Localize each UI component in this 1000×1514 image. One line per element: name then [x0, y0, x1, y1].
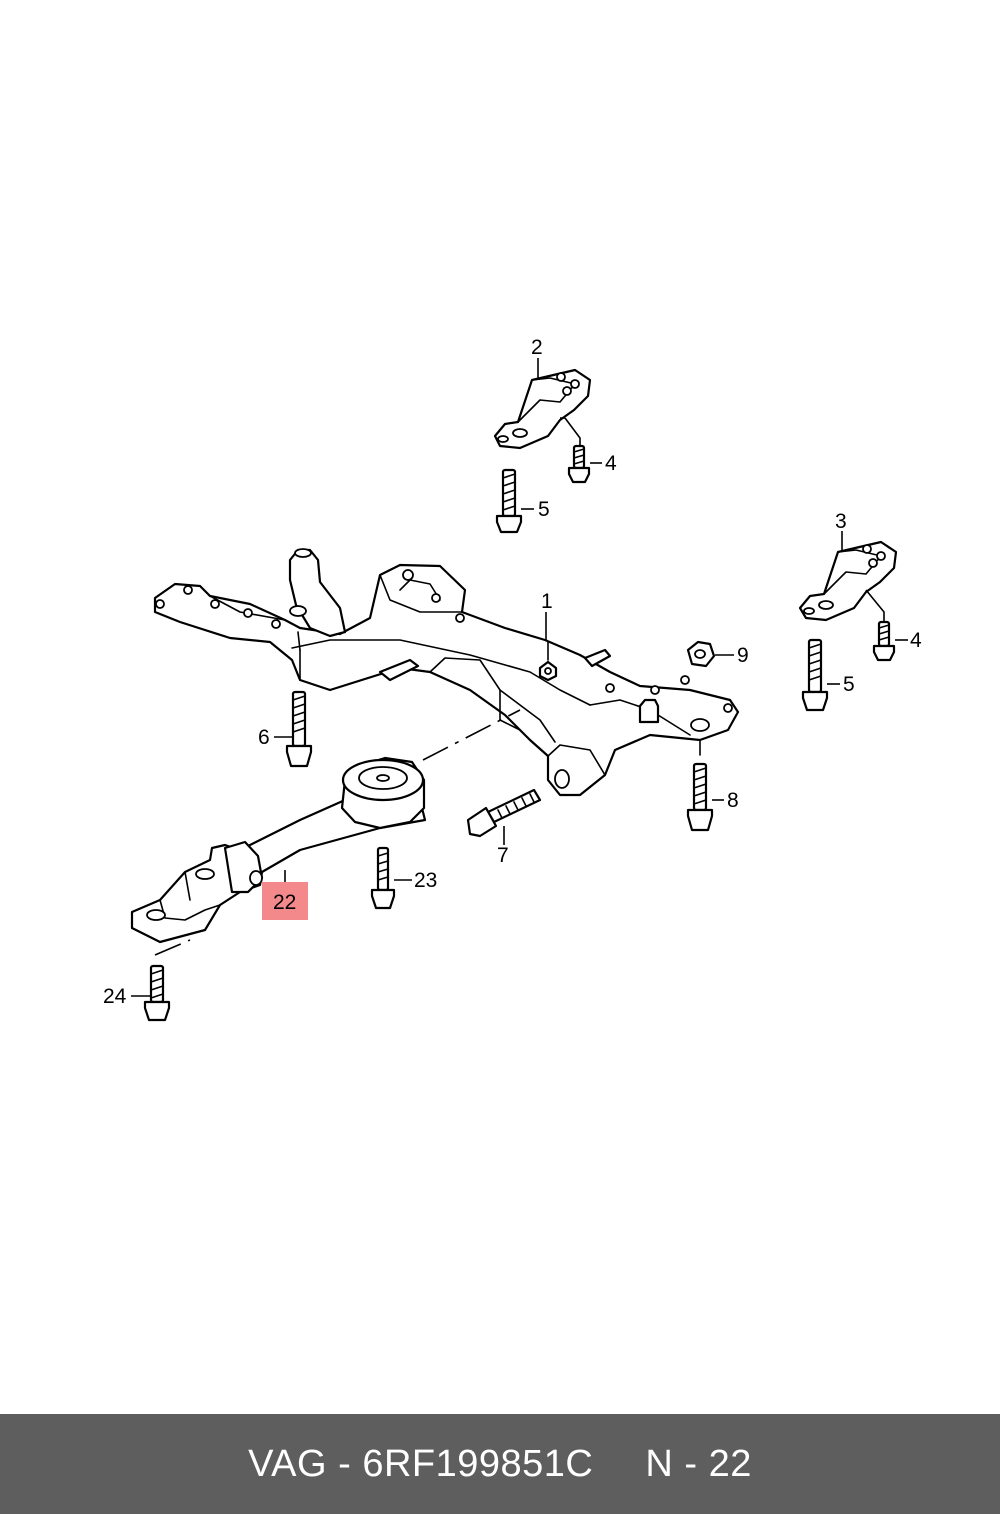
mount-bracket-2 [493, 368, 592, 450]
bolt-24 [143, 964, 171, 1022]
assembly-lines [154, 631, 701, 956]
callout-9: 9 [737, 644, 749, 667]
subframe [153, 548, 740, 797]
callout-4-right: 4 [910, 629, 922, 652]
bolt-6 [285, 690, 313, 768]
exploded-parts-diagram: 1 2 3 4 4 5 5 6 7 8 9 22 23 24 [103, 336, 922, 1022]
bolt-4-upper [567, 444, 591, 484]
part-code: VAG - 6RF199851C [248, 1442, 594, 1485]
bolt-4-right [872, 620, 896, 662]
part-number-footer: VAG - 6RF199851C N - 22 [0, 1414, 1000, 1514]
callout-23: 23 [414, 869, 437, 892]
callout-5-upper: 5 [538, 498, 550, 521]
callout-6: 6 [258, 726, 270, 749]
leader-lines [131, 358, 908, 997]
callout-24: 24 [103, 985, 127, 1008]
callout-22-highlight [262, 882, 308, 920]
bolt-5-right [801, 638, 829, 712]
part-position: N - 22 [645, 1442, 752, 1485]
callout-3: 3 [835, 510, 847, 533]
nut-9 [686, 640, 716, 668]
callout-4-upper: 4 [605, 452, 617, 475]
pendulum-support-22 [130, 756, 427, 944]
callout-7: 7 [497, 844, 509, 867]
bolt-8 [686, 762, 714, 832]
bolt-7 [466, 788, 542, 838]
callout-8: 8 [727, 789, 739, 812]
bolt-5-upper [495, 468, 523, 534]
callout-1: 1 [541, 590, 553, 613]
callout-5-right: 5 [843, 673, 855, 696]
bolt-23 [370, 846, 396, 910]
callout-labels: 1 2 3 4 4 5 5 6 7 8 9 22 23 24 [103, 336, 922, 1008]
callout-22: 22 [273, 891, 296, 914]
callout-2: 2 [531, 336, 543, 359]
mount-bracket-3 [798, 540, 898, 622]
